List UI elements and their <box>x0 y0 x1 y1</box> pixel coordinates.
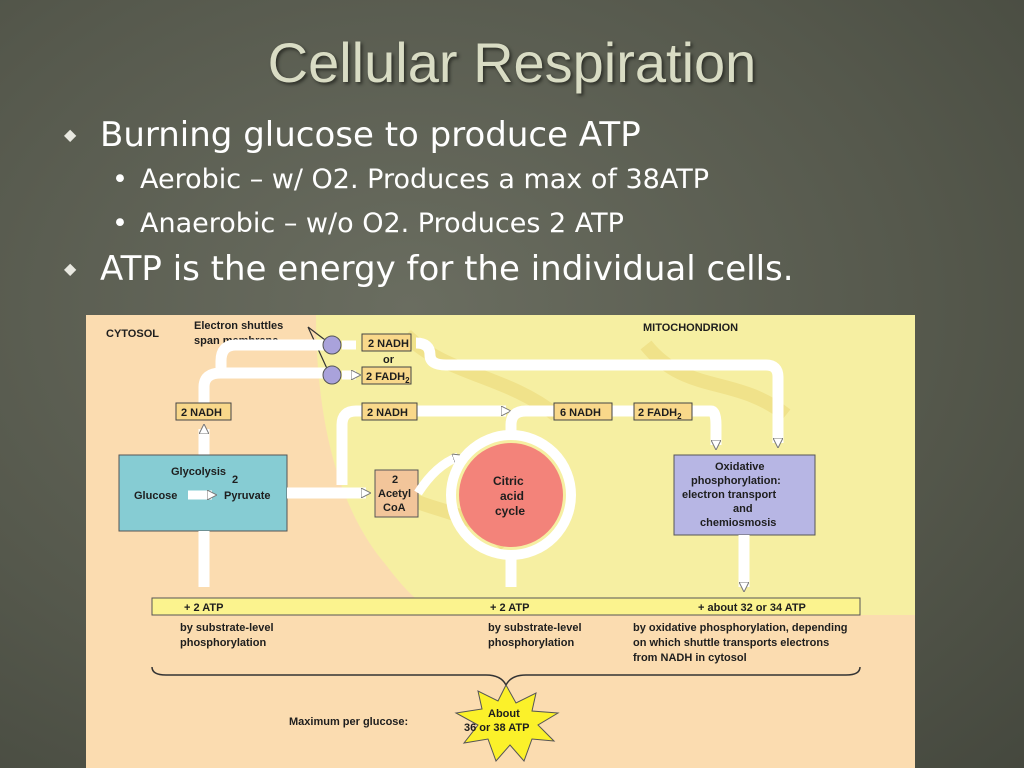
oxphos-line: and <box>733 503 753 515</box>
fadh-top: 2 FADH2 <box>366 371 410 385</box>
sub-bullet-text: Anaerobic – w/o O2. Produces 2 ATP <box>140 208 624 239</box>
star-line1: About <box>488 708 520 720</box>
sub-bullet-text: Aerobic – w/ O2. Produces a max of 38ATP <box>140 164 709 195</box>
oxphos-line: electron transport <box>682 489 776 501</box>
sub-bullet-item: • Anaerobic – w/o O2. Produces 2 ATP <box>112 202 964 246</box>
shuttle-path <box>198 339 332 407</box>
electron-path-top <box>415 337 784 443</box>
dot-bullet-icon: • <box>112 164 128 195</box>
arrow <box>414 452 458 496</box>
citric-label: Citric <box>493 474 524 488</box>
nadh-box <box>175 402 232 421</box>
pyruvate-label: Pyruvate <box>224 490 270 502</box>
atp-oxphos: + about 32 or 34 ATP <box>698 602 806 614</box>
oxphos-line: phosphorylation: <box>691 475 781 487</box>
bullet-text: Burning glucose to produce ATP <box>100 115 641 155</box>
shuttle-circle <box>322 335 342 355</box>
bullet-item: ◆ Burning glucose to produce ATP <box>64 112 964 158</box>
shuttle-label-line1: Electron shuttles <box>194 320 283 332</box>
acetyl-label: Acetyl <box>378 488 411 500</box>
star-burst <box>454 683 560 762</box>
atp-glycolysis: + 2 ATP <box>184 602 223 614</box>
bullet-item: ◆ ATP is the energy for the individual c… <box>64 246 964 292</box>
acetyl-box <box>374 469 419 518</box>
glucose-label: Glucose <box>134 490 177 502</box>
or-label: or <box>383 354 395 366</box>
nadh-left: 2 NADH <box>181 407 222 419</box>
acid-label: acid <box>500 489 524 503</box>
nadh-box <box>361 333 412 352</box>
nadh-box <box>361 402 418 421</box>
note-oxphos: on which shuttle transports electrons <box>633 637 829 649</box>
cycle-label: cycle <box>495 504 525 518</box>
arrow <box>336 405 506 485</box>
note-glycolysis: by substrate-level <box>180 622 274 634</box>
fadh-box <box>633 402 693 421</box>
max-label: Maximum per glucose: <box>289 716 408 728</box>
sub-bullet-item: • Aerobic – w/ O2. Produces a max of 38AT… <box>112 158 964 202</box>
nadh-mid: 2 NADH <box>367 407 408 419</box>
diamond-bullet-icon: ◆ <box>64 125 77 144</box>
slide-title: Cellular Respiration <box>267 31 757 94</box>
note-oxphos: by oxidative phosphorylation, depending <box>633 622 848 634</box>
cytosol-label: CYTOSOL <box>106 328 159 340</box>
bullet-list: ◆ Burning glucose to produce ATP • Aerobi… <box>64 112 964 292</box>
nadh-box <box>553 402 613 421</box>
acetyl-count: 2 <box>392 474 398 486</box>
oxphos-box <box>673 454 816 536</box>
note-glycolysis: phosphorylation <box>180 637 266 649</box>
arrow <box>505 405 722 445</box>
dot-bullet-icon: • <box>112 208 128 239</box>
glycolysis-label: Glycolysis <box>171 466 226 478</box>
coa-label: CoA <box>383 502 406 514</box>
nadh-six: 6 NADH <box>560 407 601 419</box>
diamond-bullet-icon: ◆ <box>64 259 77 278</box>
note-citric: by substrate-level <box>488 622 582 634</box>
note-oxphos: from NADH in cytosol <box>633 652 747 664</box>
atp-citric: + 2 ATP <box>490 602 529 614</box>
pyruvate-count: 2 <box>232 474 238 486</box>
nadh-top: 2 NADH <box>368 338 409 350</box>
arrow <box>198 531 744 587</box>
fadh-box <box>361 366 412 385</box>
oxphos-line: Oxidative <box>715 461 765 473</box>
note-citric: phosphorylation <box>488 637 574 649</box>
fadh-right: 2 FADH2 <box>638 407 682 421</box>
shuttle-arrow <box>342 340 356 375</box>
respiration-diagram: CYTOSOL MITOCHONDRION Electron shuttles … <box>86 315 915 768</box>
oxphos-line: chemiosmosis <box>700 517 776 529</box>
mitochondrion-label: MITOCHONDRION <box>643 322 738 334</box>
citric-cycle <box>459 443 563 547</box>
star-line2: 36 or 38 ATP <box>464 722 529 734</box>
atp-bar <box>151 597 861 616</box>
shuttle-circle <box>322 365 342 385</box>
bullet-text: ATP is the energy for the individual cel… <box>100 249 794 289</box>
